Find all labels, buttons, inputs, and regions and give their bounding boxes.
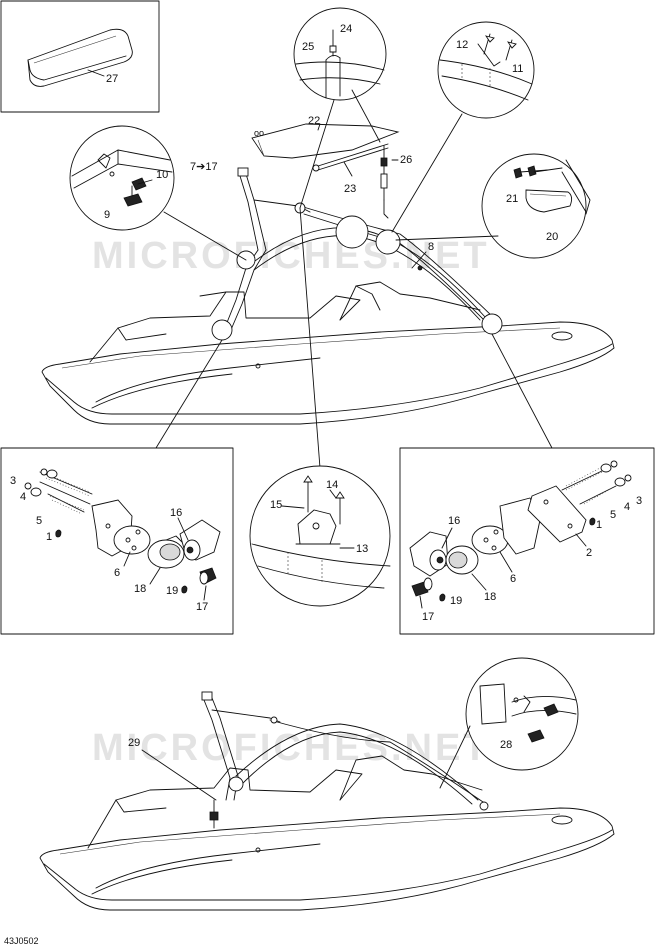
callout-left-1: 1 [46,531,52,543]
callout-left-3: 3 [10,475,16,487]
callout-left-5: 5 [36,515,42,527]
reference-code: 43J0502 [4,936,39,946]
leader-lines [155,89,553,469]
callout-21: 21 [506,193,518,205]
tower-top-parts: oo 22 23 26 [251,115,412,219]
callout-right-18: 18 [484,591,496,603]
watermark-bottom: MICROFICHES.NET [92,727,490,769]
svg-text:oo: oo [254,128,264,138]
callout-mid-13: 13 [356,543,368,555]
callout-25: 25 [302,41,314,53]
callout-right-2: 2 [586,547,592,559]
callout-left-6: 6 [114,567,120,579]
detail-circle-plate: 21 20 [481,153,591,259]
callout-9: 9 [104,209,110,221]
callout-29: 29 [128,737,140,749]
detail-circle-bracket: 14 15 13 [249,465,391,607]
callout-mid-14: 14 [326,479,338,491]
callout-27: 27 [106,73,118,85]
callout-right-17: 17 [422,611,434,623]
callout-right-19: 19 [450,595,462,607]
callout-left-16: 16 [170,507,182,519]
detail-circle-rivets: 12 11 [437,21,535,119]
callout-28: 28 [500,739,512,751]
callout-right-5: 5 [610,509,616,521]
callout-right-4: 4 [624,501,630,513]
callout-20: 20 [546,231,558,243]
callout-7-17: 7➔17 [190,161,218,173]
callout-22: 22 [308,115,320,127]
detail-box-right: 16 18 6 2 3 4 5 1 [399,447,655,635]
inset-box-cushion: 27 [0,0,160,113]
detail-circle-bolt: 24 25 [293,7,387,101]
callout-right-16: 16 [448,515,460,527]
callout-right-1: 1 [596,519,602,531]
callout-right-3: 3 [636,495,642,507]
callout-10: 10 [156,169,168,181]
callout-11: 11 [512,63,523,75]
callout-left-4: 4 [20,491,26,503]
callout-24: 24 [340,23,352,35]
detail-box-left: 3 4 5 1 6 18 16 19 17 [0,447,234,635]
callout-23: 23 [344,183,356,195]
boat-top: 7➔17 8 [41,161,615,425]
callout-12: 12 [456,39,468,51]
callout-left-19: 19 [166,585,178,597]
detail-circle-knob: 10 9 [69,125,175,231]
callout-8: 8 [428,241,434,253]
callout-left-17: 17 [196,601,208,613]
boat-bottom: 29 [39,691,615,911]
detail-circle-lower-plate: 28 [439,657,579,789]
callout-right-6: 6 [510,573,516,585]
callout-26: 26 [400,154,412,166]
callout-left-18: 18 [134,583,146,595]
callout-mid-15: 15 [270,499,282,511]
